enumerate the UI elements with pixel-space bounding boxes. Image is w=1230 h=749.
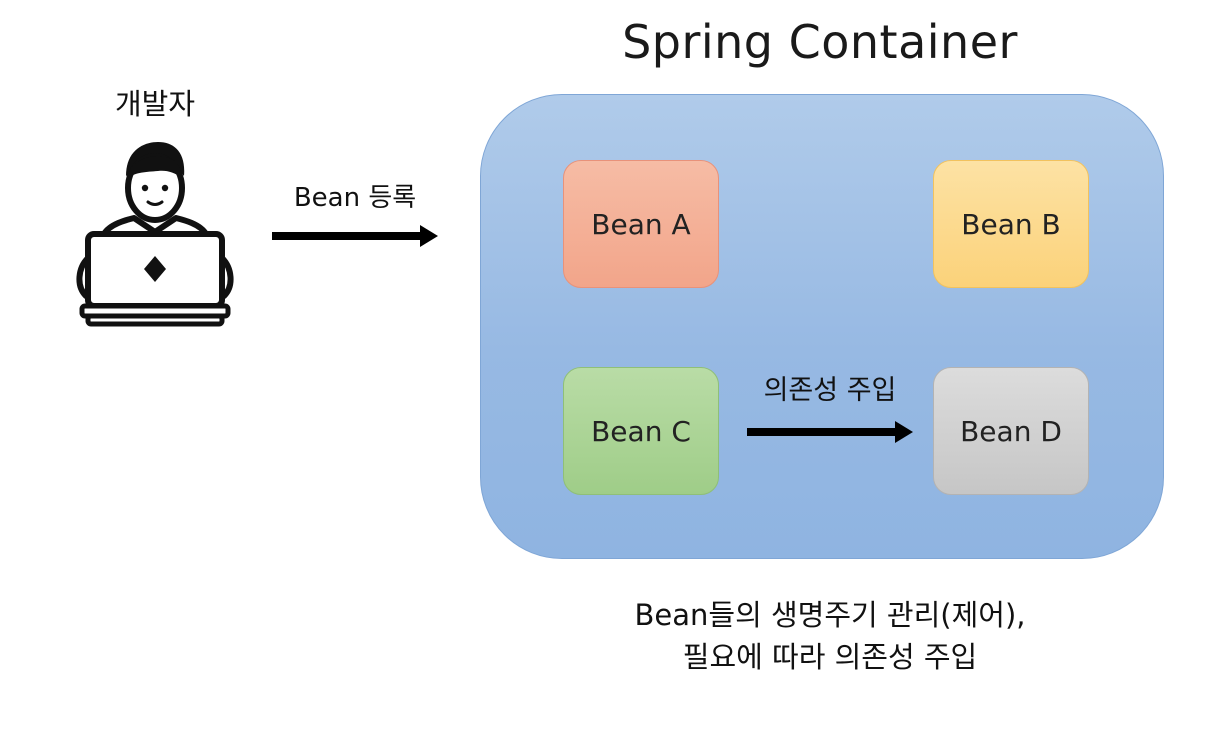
caption-line-2: 필요에 따라 의존성 주입 <box>682 640 978 674</box>
bean-c-box: Bean C <box>563 367 719 495</box>
bean-registration-arrow <box>272 224 440 248</box>
bean-a-box: Bean A <box>563 160 719 288</box>
bean-d-box: Bean D <box>933 367 1089 495</box>
bean-d-label: Bean D <box>960 414 1062 448</box>
developer-label: 개발자 <box>114 87 196 121</box>
caption-line-1: Bean들의 생명주기 관리(제어), <box>634 598 1026 632</box>
diagram-title: Spring Container <box>622 15 1018 69</box>
dependency-injection-label: 의존성 주입 <box>763 375 897 406</box>
bean-a-label: Bean A <box>591 207 691 241</box>
bean-b-box: Bean B <box>933 160 1089 288</box>
developer-laptop-icon <box>74 138 238 328</box>
dependency-injection-arrow <box>747 420 915 444</box>
container-caption: Bean들의 생명주기 관리(제어), 필요에 따라 의존성 주입 <box>560 594 1100 678</box>
bean-c-label: Bean C <box>591 414 691 448</box>
bean-b-label: Bean B <box>961 207 1061 241</box>
bean-registration-label: Bean 등록 <box>293 183 417 213</box>
